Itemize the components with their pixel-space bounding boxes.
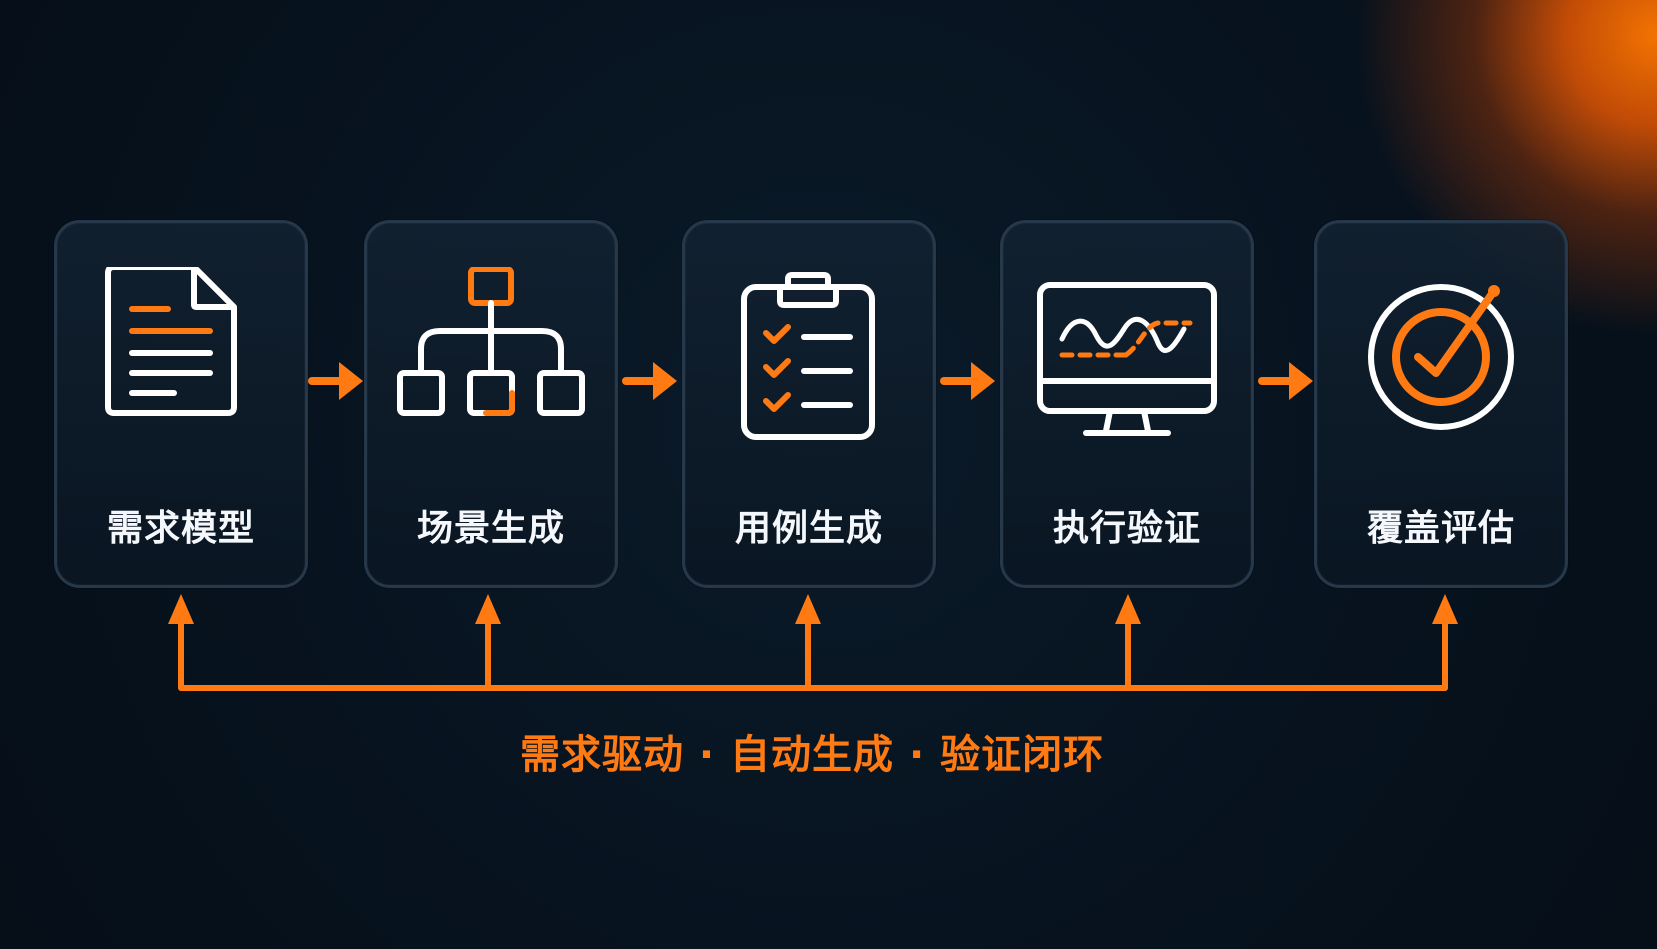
- arrow-up-icon: [1115, 594, 1141, 624]
- diagram-slogan: 需求驱动 · 自动生成 · 验证闭环: [520, 732, 1105, 778]
- step-card-scenario-generation: 场景生成: [364, 220, 618, 588]
- arrow-up-icon: [1432, 594, 1458, 624]
- document-icon: [86, 264, 276, 447]
- arrow-up-icon: [475, 594, 501, 624]
- arrow-right-icon: [1289, 362, 1313, 400]
- step-card-requirements-model: 需求模型: [54, 220, 308, 588]
- arrow-right-icon: [653, 362, 677, 400]
- step-card-execution-verification: 执行验证: [1000, 220, 1254, 588]
- step-label: 覆盖评估: [1366, 508, 1515, 549]
- arrow-right-icon: [971, 362, 995, 400]
- feedback-loop: [168, 594, 1458, 691]
- arrow-up-icon: [168, 594, 194, 624]
- arrow-right-icon: [339, 362, 363, 400]
- step-label: 用例生成: [734, 508, 883, 549]
- step-label: 场景生成: [416, 508, 565, 549]
- arrow-up-icon: [795, 594, 821, 624]
- step-card-coverage-evaluation: 覆盖评估: [1314, 220, 1568, 588]
- target-check-icon: [1346, 267, 1536, 447]
- step-card-case-generation: 用例生成: [682, 220, 936, 588]
- step-label: 需求模型: [106, 508, 255, 549]
- monitor-chart-icon: [1032, 267, 1222, 447]
- step-label: 执行验证: [1052, 508, 1201, 549]
- hierarchy-icon: [396, 266, 586, 447]
- clipboard-checklist-icon: [714, 267, 904, 447]
